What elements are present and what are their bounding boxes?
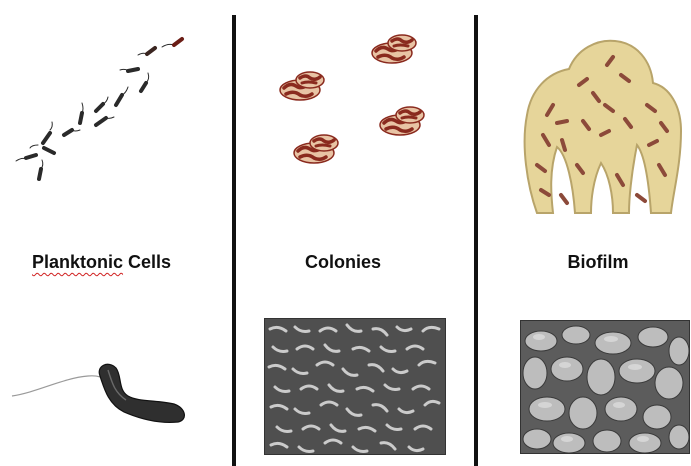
biofilm-illustration: [517, 35, 689, 220]
colonies-micrograph: [264, 318, 446, 455]
biofilm-cell: [561, 195, 567, 203]
label-colonies: Colonies: [268, 252, 418, 273]
bacterium: [141, 73, 149, 91]
bacterium: [30, 145, 54, 153]
label-planktonic-word: Planktonic: [32, 252, 123, 272]
bacterium: [138, 48, 155, 55]
bacterium: [80, 103, 83, 123]
colony-cluster: [280, 72, 324, 100]
bacterium: [162, 39, 182, 47]
bacterium: [16, 155, 36, 161]
bacterium: [96, 97, 108, 111]
bacterium: [64, 130, 80, 135]
label-planktonic-cells: Planktonic Cells: [32, 252, 212, 273]
bacterium: [120, 69, 138, 72]
colony-cluster: [294, 135, 338, 163]
biofilm-micrograph: [520, 320, 690, 454]
colony-cluster: [372, 35, 416, 63]
column-divider-left: [232, 15, 236, 466]
planktonic-micrograph: [8, 352, 198, 442]
bacterium: [96, 117, 114, 125]
colonies-illustration: [262, 25, 437, 175]
bacterium: [43, 122, 52, 143]
biofilm-cell: [557, 121, 567, 123]
planktonic-cells-illustration: [10, 25, 210, 195]
colony-cluster: [380, 107, 424, 135]
column-divider-right: [474, 15, 478, 466]
bacterium: [39, 160, 43, 179]
label-cells-word: Cells: [123, 252, 171, 272]
bacterium: [116, 87, 128, 105]
label-biofilm: Biofilm: [538, 252, 658, 273]
biofilm-cell: [637, 195, 645, 201]
